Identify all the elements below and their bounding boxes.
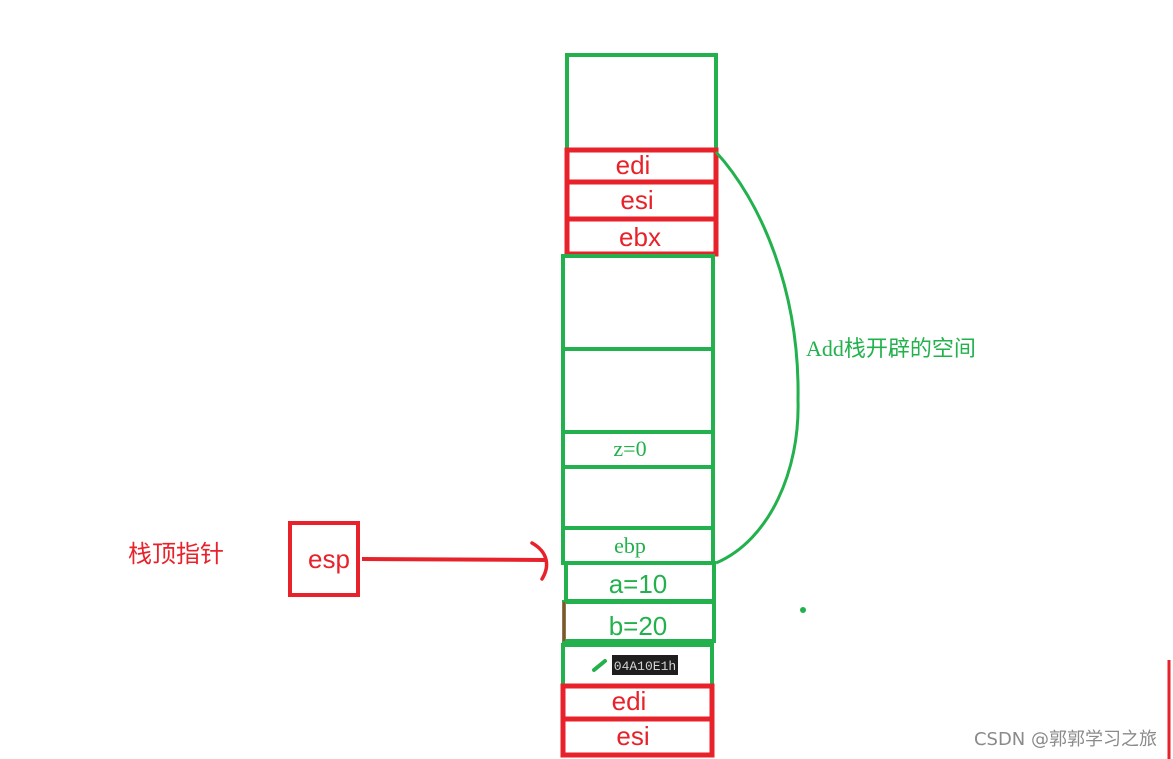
return-address-label: 04A10E1h	[614, 659, 676, 674]
ebx-top-label: ebx	[619, 222, 661, 252]
b-label: b=20	[609, 611, 668, 641]
esp-arrow-line	[361, 557, 546, 562]
esp-label: esp	[308, 544, 350, 574]
stack-cell-empty-2	[561, 347, 715, 434]
watermark: CSDN @郭郭学习之旅	[973, 729, 1157, 750]
stack-space-note: Add栈开辟的空间	[806, 336, 976, 361]
stack-cell-esi-bottom	[560, 716, 715, 758]
stack-cell-empty-3	[561, 465, 715, 530]
a-label: a=10	[609, 569, 668, 599]
esp-arrow-head	[530, 541, 549, 581]
esi-top-label: esi	[620, 185, 653, 215]
stray-dot	[800, 607, 806, 613]
z-label: z=0	[613, 436, 646, 461]
ebp-label: ebp	[614, 533, 646, 558]
stack-cell-top-empty	[565, 53, 718, 152]
esi-bottom-label: esi	[616, 721, 649, 751]
stack-space-bracket	[714, 150, 800, 565]
return-address-bg	[612, 655, 678, 675]
esp-box	[288, 521, 360, 597]
stack-top-pointer-label: 栈顶指针	[128, 541, 224, 568]
green-tick-mark	[592, 659, 607, 672]
stack-cell-empty-1	[561, 254, 715, 351]
edi-top-label: edi	[616, 150, 651, 180]
edi-bottom-label: edi	[612, 686, 647, 716]
